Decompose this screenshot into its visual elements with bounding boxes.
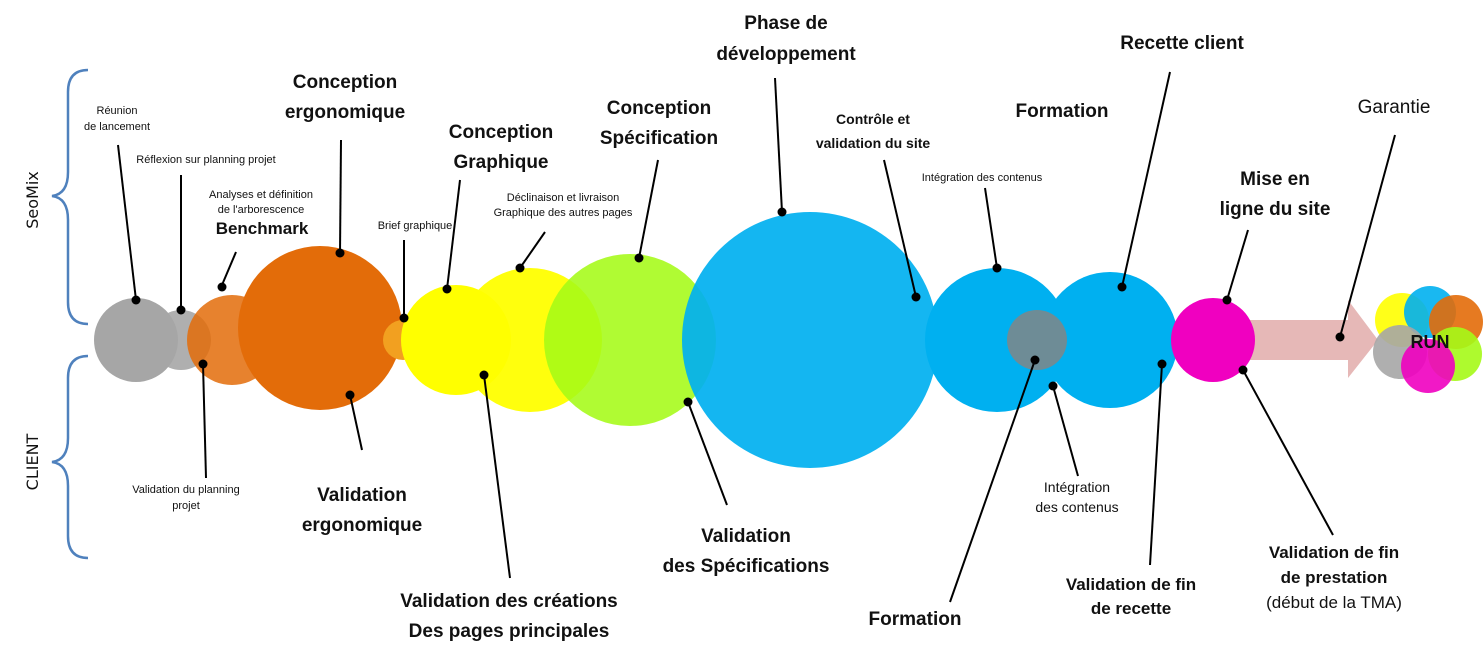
dot-controle	[911, 292, 921, 302]
run-arrow	[1245, 300, 1378, 378]
dot-valid-spec	[683, 397, 693, 407]
dot-integration-top	[992, 263, 1002, 273]
run-label: RUN	[1411, 332, 1450, 352]
dot-declinaison	[515, 263, 525, 273]
leader-valid-creations	[483, 374, 511, 579]
leader-recette	[1121, 71, 1171, 288]
leader-conception-ergo	[339, 139, 342, 254]
circle-formation	[1007, 310, 1067, 370]
dot-conception-spec	[634, 253, 644, 263]
dot-reunion	[131, 295, 141, 305]
label-recette: Recette client	[1120, 33, 1244, 54]
circle-mise-en-ligne	[1171, 298, 1255, 382]
leader-lines	[117, 71, 1396, 603]
circle-conception-specification	[544, 254, 716, 426]
dot-valid-ergo	[345, 390, 355, 400]
dot-mise-en-ligne	[1222, 295, 1232, 305]
leader-valid-recette	[1149, 363, 1163, 566]
leader-dots	[131, 207, 1345, 407]
dot-valid-creations	[479, 370, 489, 380]
dot-analyses	[217, 282, 227, 292]
dot-reflexion	[176, 305, 186, 315]
leader-garantie	[1339, 134, 1396, 338]
label-formation-top: Formation	[1016, 101, 1109, 122]
dot-conception-graph	[442, 284, 452, 294]
lane-label-client: CLIENT	[23, 433, 42, 490]
dot-formation	[1030, 355, 1040, 365]
circle-phase-developpement	[682, 212, 938, 468]
label-brief: Brief graphique	[378, 220, 453, 232]
run-circle-magenta	[1401, 339, 1455, 393]
dot-brief	[399, 313, 409, 323]
leader-conception-spec	[638, 159, 659, 259]
dot-conception-ergo	[335, 248, 345, 258]
leader-valid-prestation	[1242, 369, 1334, 536]
leader-conception-graph	[446, 179, 461, 290]
circle-reunion	[94, 298, 178, 382]
seomix-bracket	[51, 68, 89, 326]
leader-controle	[883, 159, 917, 298]
leader-reunion	[117, 144, 137, 301]
dot-phase-dev	[777, 207, 787, 217]
leader-valid-spec	[687, 401, 728, 506]
label-formation-bottom: Formation	[869, 609, 962, 630]
leader-phase-dev	[774, 77, 783, 213]
circle-conception-ergonomique	[238, 246, 402, 410]
leader-declinaison	[519, 231, 546, 269]
lane-label-seomix: SeoMix	[23, 171, 42, 229]
leader-valid-ergo	[349, 394, 363, 451]
dot-valid-prestation	[1238, 365, 1248, 375]
leader-integration-bottom	[1052, 385, 1079, 477]
leader-valid-planning	[202, 363, 207, 479]
leader-integration-top	[984, 187, 998, 269]
dot-valid-planning	[198, 359, 208, 369]
dot-valid-recette	[1157, 359, 1167, 369]
circle-recette	[1042, 272, 1178, 408]
run-cluster: RUN	[1373, 286, 1483, 393]
circle-integration	[925, 268, 1069, 412]
dot-garantie	[1335, 332, 1345, 342]
label-reflexion: Réflexion sur planning projet	[136, 154, 275, 166]
leader-mise-en-ligne	[1226, 229, 1249, 301]
label-benchmark: Benchmark	[216, 219, 309, 238]
dot-recette	[1117, 282, 1127, 292]
dot-integration-bottom	[1048, 381, 1058, 391]
client-bracket	[51, 354, 89, 560]
leader-formation	[949, 359, 1036, 603]
leader-analyses	[221, 251, 237, 286]
label-garantie: Garantie	[1358, 97, 1431, 118]
label-integration-top: Intégration des contenus	[922, 172, 1043, 184]
